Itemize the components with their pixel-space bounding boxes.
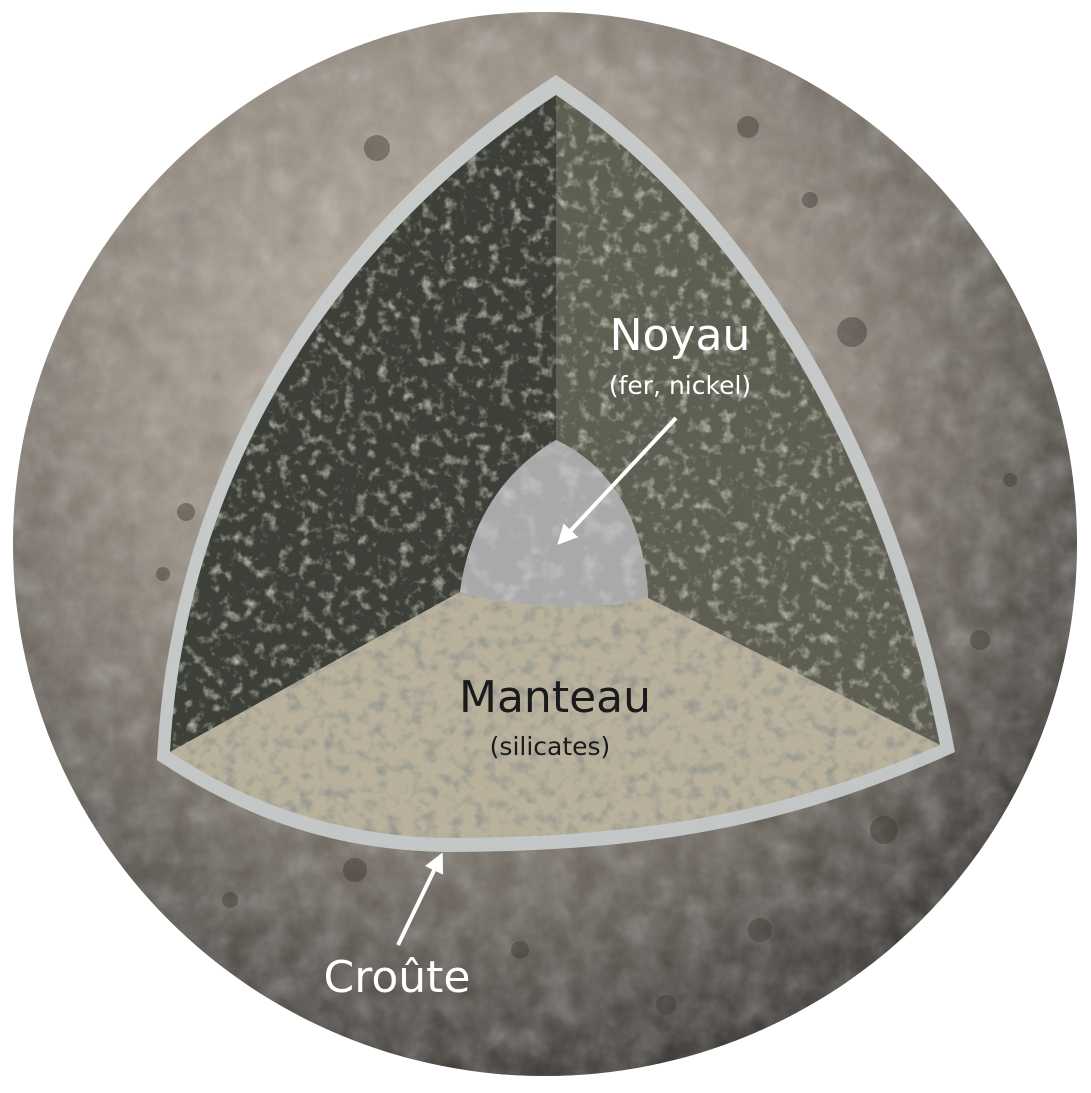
mantle-label: Manteau [459, 672, 651, 723]
mantle-detail: (silicates) [490, 732, 611, 761]
core-label: Noyau [610, 310, 751, 361]
core-detail: (fer, nickel) [609, 371, 751, 400]
crust-label: Croûte [324, 952, 471, 1003]
